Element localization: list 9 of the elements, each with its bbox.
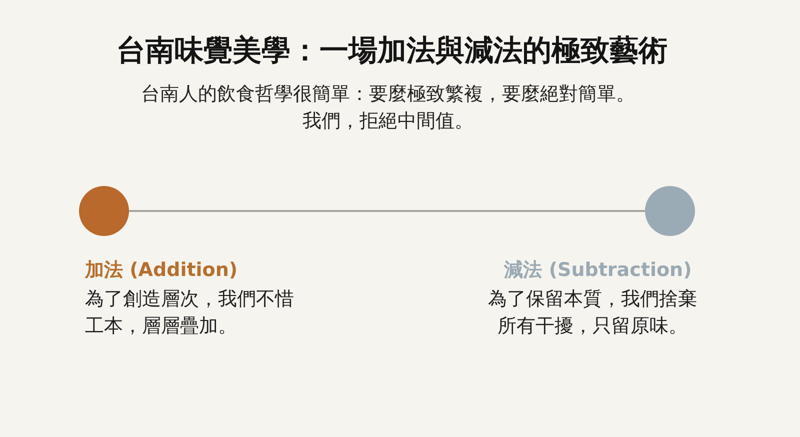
- circle-node: [645, 186, 695, 236]
- heading: 減法 (Subtraction): [504, 258, 692, 282]
- connector-line: [129, 210, 645, 212]
- subtitle: 台南人的飲食哲學很簡單：要麼極致繁複，要麼絕對簡單。我們，拒絕中間值。: [140, 82, 636, 134]
- title: 台南味覺美學：一場加法與減法的極致藝術: [116, 32, 668, 68]
- body-text: 為了保留本質，我們捨棄所有干擾，只留原味。: [487, 287, 698, 339]
- circle-node: [79, 186, 129, 236]
- heading: 加法 (Addition): [85, 258, 238, 282]
- body-text: 為了創造層次，我們不惜工本，層層疊加。: [85, 287, 295, 339]
